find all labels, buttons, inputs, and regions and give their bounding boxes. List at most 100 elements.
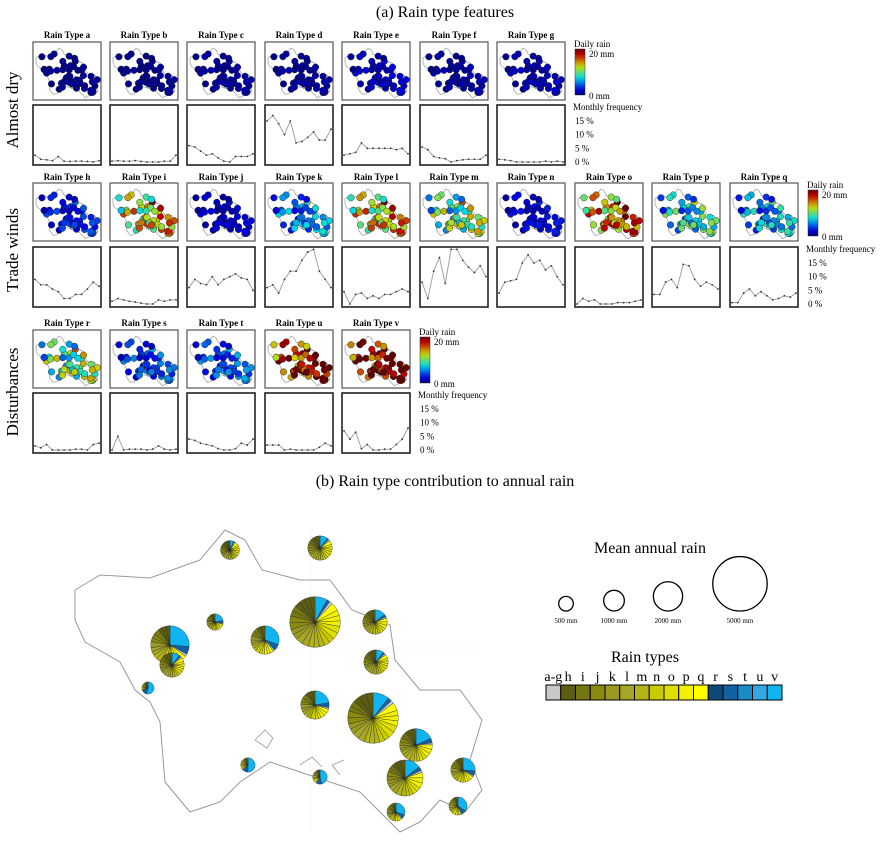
- frequency-point: [193, 278, 196, 281]
- frequency-point: [742, 292, 745, 294]
- color-legend-swatch: [634, 684, 650, 701]
- station-dot: [375, 213, 383, 221]
- pie-slice-disturbance: [146, 681, 155, 695]
- panel-rain-type-t: Rain Type t: [186, 318, 256, 454]
- frequency-point: [246, 155, 249, 158]
- frequency-point: [163, 300, 166, 303]
- frequency-point: [485, 154, 487, 157]
- station-dot: [390, 82, 398, 90]
- frequency-point: [312, 449, 315, 451]
- station-dot: [630, 219, 638, 227]
- frequency-point: [295, 141, 297, 144]
- station-dot: [589, 194, 597, 202]
- pie-slice-trade-wind: [227, 540, 231, 551]
- size-legend-title: Mean annual rain: [594, 540, 706, 557]
- station-dot: [745, 221, 753, 229]
- frequency-point: [515, 278, 518, 281]
- frequency-point: [140, 160, 142, 163]
- color-legend-swatch: [604, 684, 621, 701]
- station-dot: [756, 207, 764, 215]
- station-dot: [690, 195, 698, 203]
- color-legend-label: i: [581, 670, 585, 685]
- station-dot: [551, 86, 559, 94]
- color-legend-label: p: [683, 670, 690, 685]
- frequency-point: [69, 297, 71, 300]
- station-dot: [453, 72, 461, 80]
- frequency-point: [74, 293, 77, 296]
- station-dot: [71, 368, 79, 376]
- frequency-point: [34, 445, 36, 447]
- panel-rain-type-k: Rain Type k: [264, 172, 334, 308]
- frequency-point: [86, 160, 89, 163]
- frequency-point: [163, 160, 166, 163]
- frequency-point: [426, 148, 429, 151]
- station-dot: [117, 354, 125, 362]
- pie-slice-trade-wind: [168, 652, 173, 666]
- pie-slice-trade-wind: [309, 596, 316, 623]
- station-dot: [59, 345, 67, 353]
- station-dot: [292, 219, 300, 227]
- station-dot: [235, 370, 243, 378]
- frequency-point: [57, 290, 60, 293]
- pie-slice-trade-wind: [316, 535, 321, 549]
- frequency-point: [301, 449, 303, 451]
- frequency-point: [217, 157, 219, 159]
- station-dot: [40, 207, 48, 215]
- frequency-point: [407, 290, 409, 293]
- frequency-point: [63, 160, 65, 163]
- station-dot: [272, 207, 280, 215]
- station-dot: [678, 198, 686, 206]
- station-dot: [582, 207, 590, 215]
- frequency-point: [80, 448, 83, 451]
- station-dot: [613, 195, 621, 203]
- station-dot: [148, 342, 156, 350]
- frequency-point: [395, 290, 398, 293]
- frequency-point: [69, 449, 71, 451]
- station-dot: [320, 78, 328, 86]
- frequency-point: [116, 435, 119, 438]
- station-dot: [580, 194, 588, 202]
- frequency-point: [509, 279, 512, 282]
- station-dot: [136, 198, 144, 206]
- station-dot: [214, 219, 222, 227]
- station-dot: [461, 207, 469, 215]
- frequency-tick-label: 10 %: [808, 272, 827, 282]
- frequency-point: [503, 158, 506, 161]
- frequency-point: [306, 449, 309, 451]
- station-dot: [115, 194, 123, 202]
- color-legend-label: j: [595, 670, 600, 685]
- frequency-point: [312, 131, 315, 133]
- station-dot: [434, 194, 442, 202]
- station-dot: [446, 66, 454, 74]
- station-dot: [306, 354, 314, 362]
- color-legend-swatch: [648, 684, 665, 701]
- station-dot: [756, 198, 764, 206]
- station-dot: [511, 67, 519, 75]
- frequency-point: [456, 159, 458, 162]
- station-dot: [511, 53, 519, 61]
- frequency-point: [444, 157, 447, 160]
- panel-rain-type-b: Rain Type b: [109, 30, 179, 166]
- station-dot: [40, 66, 48, 74]
- station-dot: [241, 86, 249, 94]
- frequency-point: [456, 248, 458, 251]
- frequency-point: [699, 285, 702, 288]
- panel-title: Rain Type h: [44, 172, 91, 182]
- panel-title: Rain Type o: [586, 172, 633, 182]
- station-dot: [213, 354, 221, 362]
- station-dot: [164, 86, 172, 94]
- station-dot: [397, 219, 405, 227]
- figure-title-a: (a) Rain type features: [376, 4, 514, 21]
- frequency-point: [622, 301, 625, 304]
- station-dot: [241, 374, 249, 382]
- station-dot: [48, 368, 56, 376]
- color-legend-swatch: [619, 684, 635, 701]
- size-legend-circle: [712, 555, 768, 612]
- colorbar-title: Daily rain: [419, 327, 456, 337]
- frequency-point: [205, 154, 208, 157]
- frequency-point: [343, 290, 345, 293]
- station-dot: [194, 207, 202, 215]
- frequency-point: [748, 288, 751, 290]
- pie-slice-trade-wind: [400, 759, 406, 779]
- frequency-line: [498, 158, 564, 163]
